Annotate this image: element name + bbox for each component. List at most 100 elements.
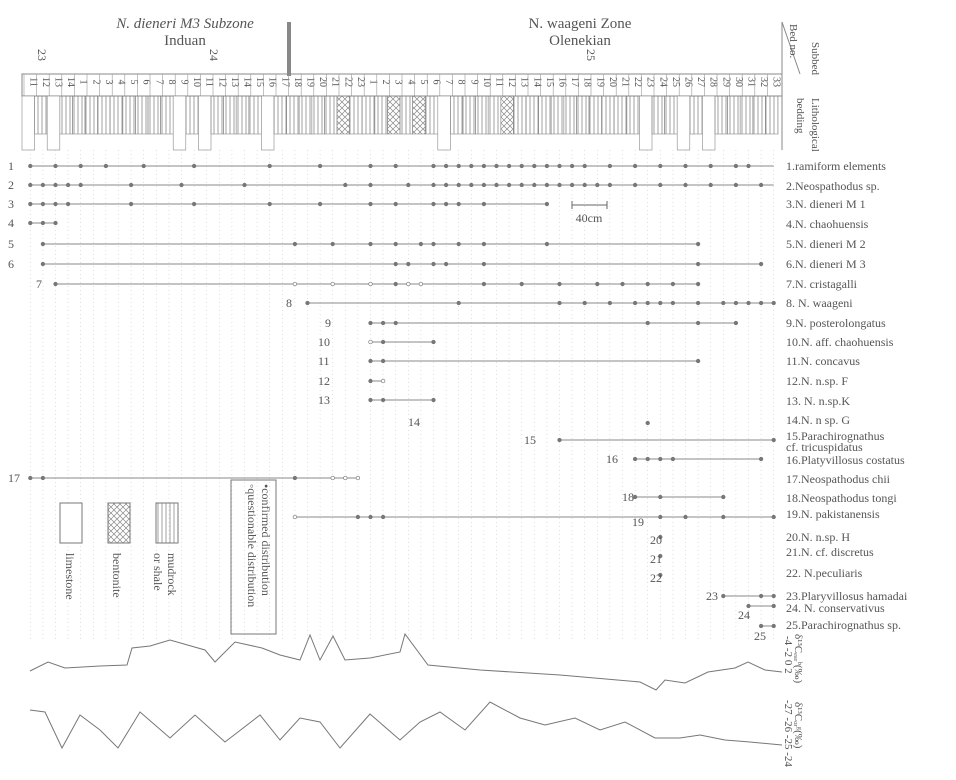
taxon-label-5: 5.N. dieneri M 2 [786,237,866,251]
questionable-occurrence [368,339,373,345]
subbed-number: 16 [557,77,568,87]
questionable-occurrence [330,475,335,481]
bentonite-swatch [107,502,131,544]
confirmed-occurrence [456,163,461,169]
confirmed-occurrence [380,358,386,364]
subbed-number: 6 [141,80,152,85]
taxon-range-16 [632,456,764,462]
taxon-label-4: 4.N. chaohuensis [786,217,869,231]
taxon-number-7: 7 [36,277,42,291]
subbed-number: 3 [393,80,404,85]
confirmed-occurrence [481,201,487,207]
confirmed-occurrence [40,261,46,267]
distribution-legend: •confirmed distribution ◦questionable di… [230,479,277,635]
confirmed-occurrence [758,456,764,462]
confirmed-occurrence [267,201,272,207]
confirmed-occurrence [582,182,587,188]
confirmed-occurrence [368,378,373,384]
confirmed-occurrence [267,163,272,169]
taxon-number-6: 6 [8,257,14,271]
taxon-range-8 [305,300,776,306]
subbed-number: 18 [292,77,303,87]
confirmed-occurrence [519,281,524,287]
carb-isotope-ticks: -4 -2 0 2 [782,636,794,674]
confirmed-occurrence [393,241,398,247]
confirmed-occurrence [65,201,71,207]
confirmed-occurrence [708,182,713,188]
lithology-bed [399,95,413,135]
confirmed-occurrence [469,163,474,169]
taxon-number-4: 4 [8,216,14,230]
confirmed-occurrence [317,201,323,207]
confirmed-occurrence [103,163,109,169]
confirmed-occurrence [645,281,650,287]
confirmed-occurrence [380,339,386,345]
confirmed-occurrence [557,163,562,169]
lithology-bed [59,95,73,135]
lithology-bed [550,95,565,135]
confirmed-occurrence [28,163,33,169]
lithology-bed [273,95,287,135]
confirmed-occurrence [481,163,487,169]
confirmed-occurrence [645,420,650,426]
confirmed-occurrence [456,201,461,207]
confirmed-occurrence [607,300,613,306]
lithology-legend: limestone bentonite mudrock or shale [59,502,179,600]
confirmed-occurrence [179,182,184,188]
confirmed-occurrence [721,514,726,520]
confirmed-occurrence [695,281,701,287]
subbed-number: 15 [544,77,555,87]
taxon-label-26: 25.Parachirognathus sp. [786,618,901,632]
confirmed-occurrence [645,456,650,462]
subbed-number: 7 [153,80,164,85]
confirmed-occurrence [28,182,33,188]
subbed-number: 26 [683,77,694,87]
taxon-range-18 [632,494,726,500]
taxon-range-9 [368,320,739,326]
subbed-number: 14 [242,77,253,87]
confirmed-occurrence [708,163,713,169]
questionable-occurrence [343,475,348,481]
subbed-number: 2 [380,80,391,85]
confirmed-occurrence [771,623,776,629]
confirmed-occurrence [658,163,663,169]
taxon-range-14 [645,420,650,426]
subbed-number: 24 [657,77,668,87]
taxon-label-8: 8. N. waageni [786,296,853,310]
confirmed-occurrence [632,300,638,306]
taxon-number-2: 2 [8,178,14,192]
lithology-bed [424,95,439,135]
confirmed-occurrence [544,163,550,169]
subbed-number: 8 [456,80,467,85]
confirmed-occurrence [658,534,663,540]
taxon-number-5: 5 [8,237,14,251]
lithology-bed [361,95,376,135]
taxon-label-1: 1.ramiform elements [786,159,886,173]
mudrock-swatch [155,502,179,544]
taxon-number-20: 20 [650,533,662,547]
taxon-range-11 [368,358,701,364]
lithology-bed [34,95,48,135]
taxon-number-11: 11 [318,354,330,368]
taxon-range-10 [368,339,436,345]
taxon-number-13: 13 [318,393,330,407]
subbed-number: 23 [355,77,366,87]
questionable-occurrence [355,475,361,481]
confirmed-occurrence [683,514,688,520]
confirmed-occurrence [368,358,373,364]
taxon-label-15: 15.Parachirognathus [786,429,885,443]
confirmed-occurrence [569,163,575,169]
taxon-number-8: 8 [286,296,292,310]
confirmed-occurrence [645,320,650,326]
confirmed-occurrence [443,201,449,207]
subbed-number: 19 [594,77,605,87]
taxon-label-13: 13. N. n.sp.K [786,394,850,408]
confirmed-occurrence [431,397,436,403]
taxon-number-12: 12 [318,374,330,388]
taxon-range-1 [28,163,774,169]
taxon-number-9: 9 [325,316,331,330]
confirmed-occurrence [557,281,562,287]
lithology-bed [235,95,250,135]
lithology-bed [97,95,111,135]
lithology-bed [324,95,338,135]
